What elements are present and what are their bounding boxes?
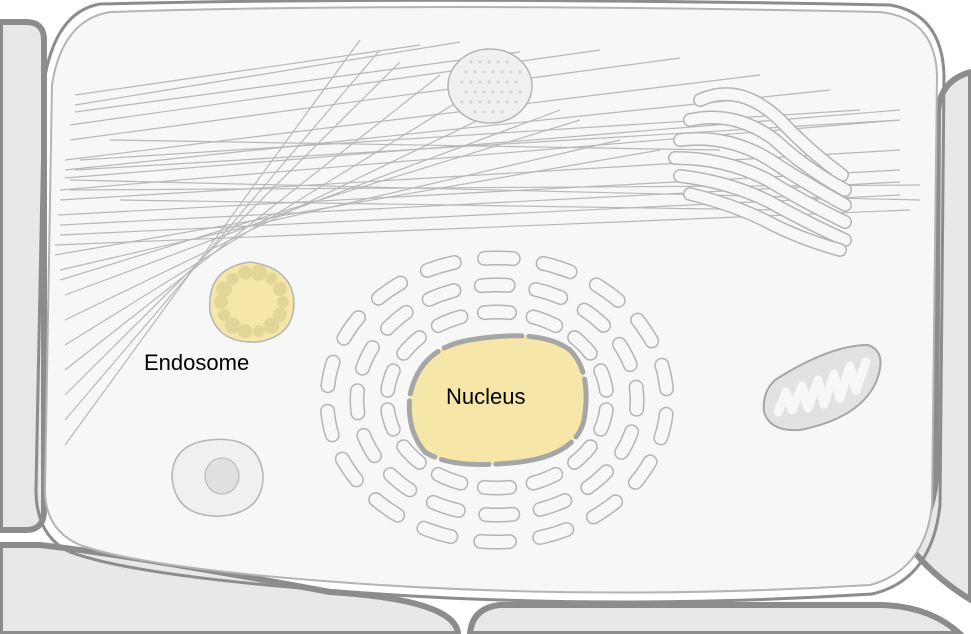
peroxisome-granule <box>487 60 490 63</box>
peroxisome-granule <box>500 90 503 93</box>
er-lumen <box>481 285 508 286</box>
er-lumen <box>662 365 667 389</box>
er-lumen <box>481 541 510 542</box>
neighbor-cell-bottom-right <box>470 605 960 634</box>
peroxisome-granule <box>460 80 463 83</box>
er-lumen <box>424 528 451 536</box>
endosome-vesicle <box>251 265 267 281</box>
er-lumen <box>636 387 637 409</box>
peroxisome-granule <box>500 110 503 113</box>
er-lumen <box>484 312 509 313</box>
peroxisome-granule <box>464 70 467 73</box>
endosome-vesicle <box>227 273 239 285</box>
peroxisome-granule <box>487 80 490 83</box>
peroxisome-granule <box>496 60 499 63</box>
peroxisome-granule <box>473 110 476 113</box>
endosome-vesicle <box>253 325 265 337</box>
er-lumen <box>357 391 358 413</box>
peroxisome-granule <box>473 70 476 73</box>
peroxisome-granule <box>469 100 472 103</box>
er-lumen <box>661 414 666 438</box>
endosome-vesicle <box>263 318 279 334</box>
er-lumen <box>601 371 607 391</box>
peroxisome-granule <box>482 70 485 73</box>
er-lumen <box>543 263 570 271</box>
peroxisome-granule <box>460 100 463 103</box>
peroxisome-body <box>448 49 532 123</box>
er-lumen <box>601 410 607 430</box>
peroxisome-granule <box>500 70 503 73</box>
peroxisome-granule <box>514 80 517 83</box>
endosome-vesicle <box>214 295 228 309</box>
er-lumen <box>388 410 394 430</box>
endosome-label: Endosome <box>144 352 249 374</box>
peroxisome-granule <box>496 80 499 83</box>
peroxisome-granule <box>505 100 508 103</box>
peroxisome-granule <box>518 90 521 93</box>
er-lumen <box>536 290 561 298</box>
endosome-vesicle <box>218 309 230 321</box>
peroxisome-granule <box>473 90 476 93</box>
er-lumen <box>486 514 513 515</box>
peroxisome-granule <box>464 90 467 93</box>
er-lumen <box>484 487 509 488</box>
peroxisome-granule <box>469 60 472 63</box>
er-lumen <box>433 502 458 510</box>
peroxisome-granule <box>478 60 481 63</box>
vacuole <box>172 439 263 516</box>
peroxisome-granule <box>496 100 499 103</box>
peroxisome-granule <box>505 60 508 63</box>
nucleus-label: Nucleus <box>446 386 525 408</box>
er-lumen <box>388 371 394 391</box>
peroxisome-granule <box>509 90 512 93</box>
er-lumen <box>540 530 567 538</box>
peroxisome-granule <box>478 80 481 83</box>
peroxisome-granule <box>509 70 512 73</box>
vacuole-core <box>205 458 239 494</box>
peroxisome-granule <box>478 100 481 103</box>
er-lumen <box>328 362 333 386</box>
peroxisome-granule <box>491 90 494 93</box>
peroxisome-granule <box>482 90 485 93</box>
peroxisome-granule <box>518 70 521 73</box>
peroxisome-granule <box>514 100 517 103</box>
endosome-vesicle <box>238 266 252 280</box>
endosome-vesicle <box>265 273 277 285</box>
peroxisome-granule <box>505 80 508 83</box>
endosome <box>210 262 294 342</box>
er-lumen <box>328 411 333 435</box>
peroxisome-granule <box>469 80 472 83</box>
peroxisome <box>448 49 532 123</box>
er-lumen <box>427 263 454 271</box>
peroxisome-granule <box>491 70 494 73</box>
endosome-vesicle <box>277 296 289 308</box>
peroxisome-granule <box>482 110 485 113</box>
er-lumen <box>485 258 514 259</box>
endosome-vesicle <box>273 282 287 296</box>
peroxisome-granule <box>491 110 494 113</box>
peroxisome-granule <box>487 100 490 103</box>
